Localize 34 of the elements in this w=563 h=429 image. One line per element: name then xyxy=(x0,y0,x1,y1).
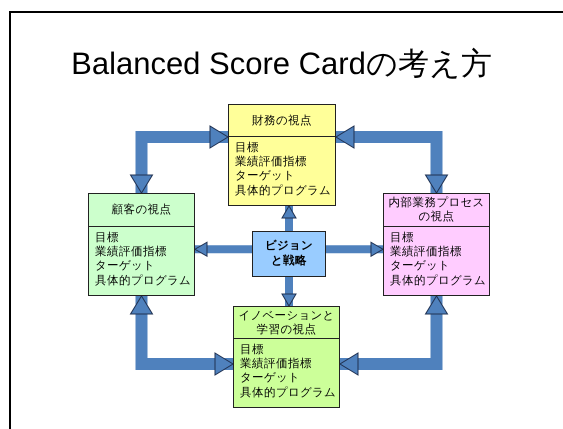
box-heading: 内部業務プロセスの視点 xyxy=(384,194,489,227)
perspective-box xyxy=(233,306,340,408)
list-item: ターゲット xyxy=(240,371,301,386)
list-item: 目標 xyxy=(95,231,120,246)
list-item: 具体的プログラム xyxy=(95,274,192,288)
box-heading: 財務の視点 xyxy=(229,105,335,137)
list-item: 業績評価指標 xyxy=(240,357,313,372)
strategy-box: ビジョンと戦略 xyxy=(252,231,326,277)
list-item: ターゲット xyxy=(235,169,296,184)
perspective-box xyxy=(383,193,490,296)
perspective-box xyxy=(228,104,336,206)
list-item: ターゲット xyxy=(390,259,451,274)
block-arrow xyxy=(130,126,228,194)
list-item: 業績評価指標 xyxy=(390,245,463,260)
perspective-box xyxy=(88,193,195,296)
list-item: 目標 xyxy=(240,343,265,358)
block-arrow xyxy=(194,242,252,257)
list-item: 目標 xyxy=(390,231,415,246)
block-arrow xyxy=(282,206,296,231)
block-arrow xyxy=(326,242,384,257)
box-heading: イノベーションと学習の視点 xyxy=(234,307,339,339)
block-arrow xyxy=(130,296,234,376)
block-arrow xyxy=(336,126,448,194)
block-arrow xyxy=(282,277,296,306)
box-heading: 顧客の視点 xyxy=(89,194,194,227)
list-item: ターゲット xyxy=(95,259,156,274)
list-item: 具体的プログラム xyxy=(390,274,487,288)
list-item: 目標 xyxy=(235,141,260,156)
block-arrow xyxy=(340,296,448,376)
slide-title: Balanced Score Cardの考え方 xyxy=(70,45,493,83)
list-item: 業績評価指標 xyxy=(95,245,168,260)
list-item: 業績評価指標 xyxy=(235,155,308,170)
list-item: 具体的プログラム xyxy=(235,184,332,198)
list-item: 具体的プログラム xyxy=(240,386,337,400)
